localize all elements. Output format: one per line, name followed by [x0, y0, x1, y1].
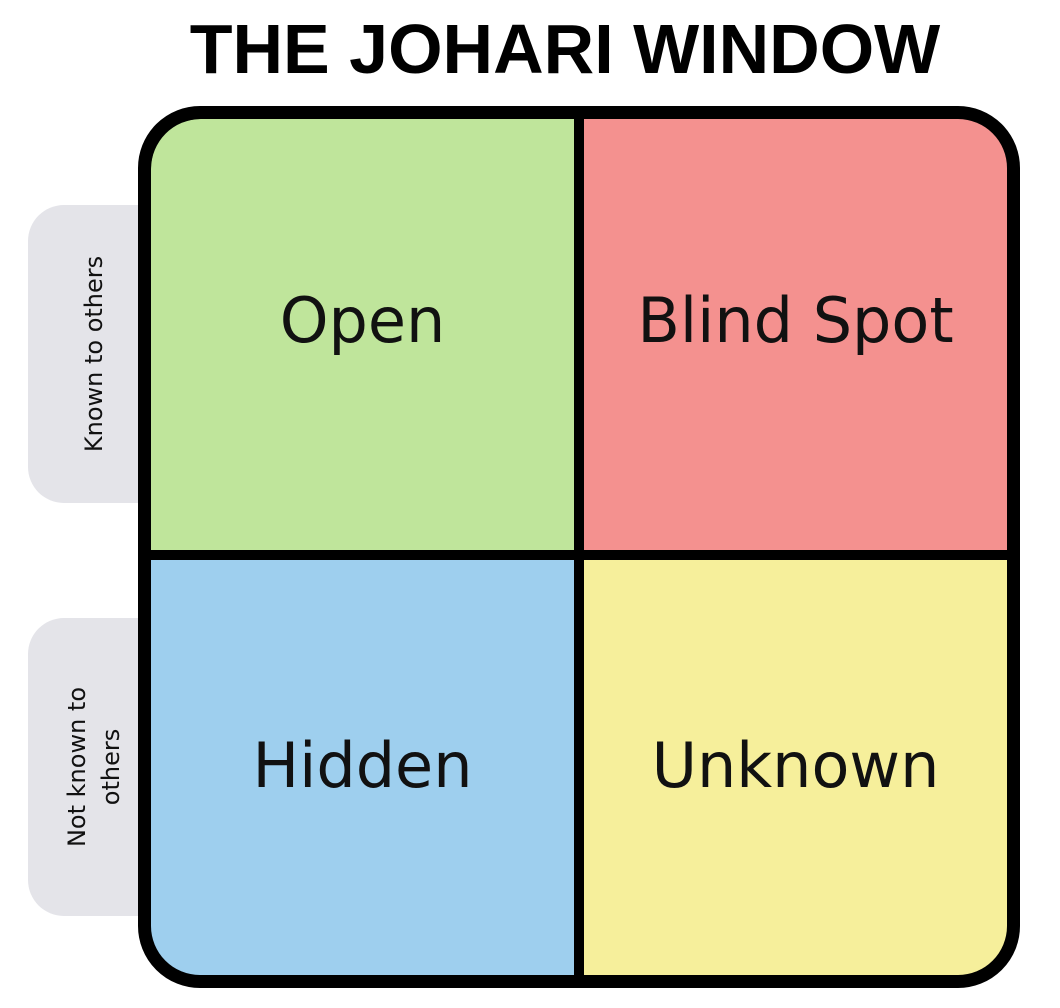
- row-label-known: Known to others: [28, 205, 158, 503]
- johari-grid: Open Blind Spot Hidden Unknown: [138, 106, 1020, 988]
- quadrant-blind-spot: Blind Spot: [584, 119, 1007, 550]
- quadrant-label: Blind Spot: [637, 284, 954, 357]
- row-label-text: Known to others: [80, 255, 108, 453]
- quadrant-open: Open: [151, 119, 574, 550]
- quadrant-label: Hidden: [252, 729, 473, 802]
- row-label-text: Not known to others: [63, 686, 125, 848]
- quadrant-hidden: Hidden: [151, 560, 574, 975]
- row-label-not-known: Not known to others: [28, 618, 158, 916]
- quadrant-unknown: Unknown: [584, 560, 1007, 975]
- diagram-title: THE JOHARI WINDOW: [189, 10, 941, 88]
- quadrant-label: Unknown: [651, 729, 940, 802]
- quadrant-label: Open: [279, 284, 446, 357]
